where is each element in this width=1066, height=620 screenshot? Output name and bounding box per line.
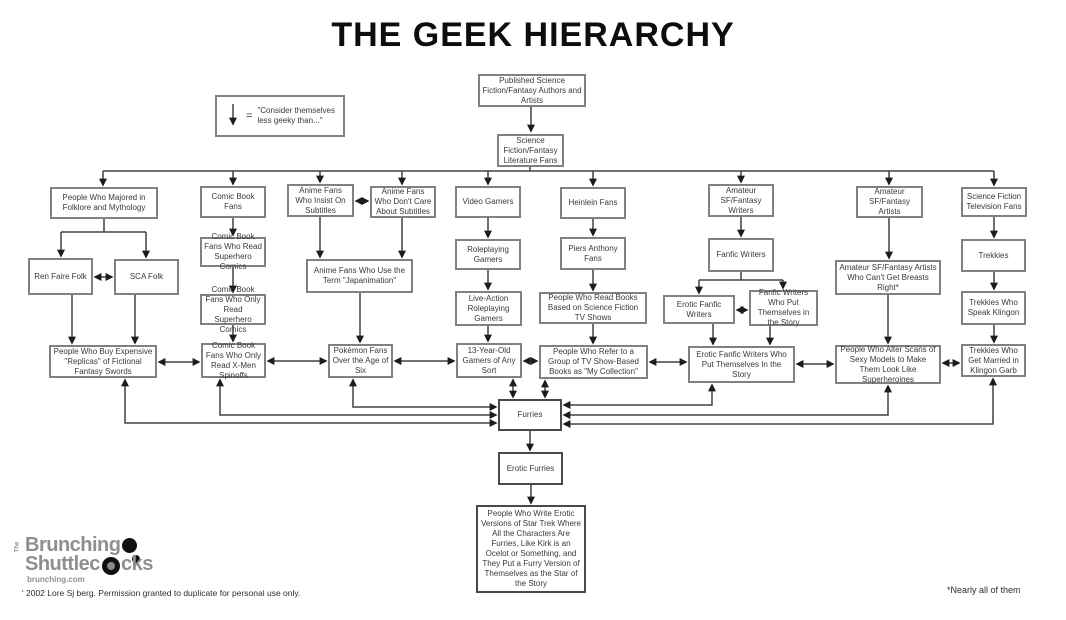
node-published-authors: Published Science Fiction/Fantasy Author… bbox=[478, 74, 586, 107]
node-larp-gamers: Live-Action Roleplaying Gamers bbox=[455, 291, 522, 326]
node-superheroine-scans: People Who Alter Scans of Sexy Models to… bbox=[835, 345, 941, 384]
node-cbf-only-superhero: Comic Book Fans Who Only Read Superhero … bbox=[200, 285, 266, 334]
node-xmen-spinoffs: Comic Book Fans Who Only Read X-Men Spin… bbox=[201, 341, 266, 380]
wire-col-anime bbox=[316, 197, 406, 344]
node-sca-folk: SCA Folk bbox=[114, 259, 179, 295]
legend-equals: = bbox=[246, 110, 253, 122]
node-breasts-artists: Amateur SF/Fantasy Artists Who Can't Get… bbox=[835, 260, 941, 295]
node-amateur-writers: Amateur SF/Fantasy Writers bbox=[708, 184, 774, 217]
node-amateur-artists: Amateur SF/Fantasy Artists bbox=[856, 186, 923, 218]
logo-brunching: Brunching bbox=[25, 534, 121, 556]
node-literature-fans: Science Fiction/Fantasy Literature Fans bbox=[497, 134, 564, 167]
node-comic-book-fans: Comic Book Fans bbox=[200, 186, 266, 218]
node-pokemon-fans: Pokémon Fans Over the Age of Six bbox=[328, 344, 393, 378]
node-piers-anthony-fans: Piers Anthony Fans bbox=[560, 237, 626, 270]
copyright-text: ' 2002 Lore Sj berg. Permission granted … bbox=[22, 588, 301, 598]
logo-shuttle-pre: Shuttlec bbox=[25, 553, 100, 575]
node-erotic-furries: Erotic Furries bbox=[498, 452, 563, 485]
node-my-collection: People Who Refer to a Group of TV Show-B… bbox=[539, 345, 648, 379]
node-cbf-read-superhero: Comic Book Fans Who Read Superhero Comic… bbox=[200, 232, 266, 271]
node-roleplaying-gamers: Roleplaying Gamers bbox=[455, 239, 521, 270]
node-anime-no-subtitles: Anime Fans Who Don't Care About Subtitle… bbox=[370, 186, 436, 218]
node-erotic-furry-trek-writers: People Who Write Erotic Versions of Star… bbox=[476, 505, 586, 593]
node-sword-buyers: People Who Buy Expensive "Replicas" of F… bbox=[49, 345, 157, 378]
logo-dot-big-icon bbox=[122, 538, 137, 553]
wire-bottom-row bbox=[157, 357, 961, 368]
node-self-insert-fanfic: Fanfic Writers Who Put Themselves in the… bbox=[749, 288, 818, 327]
node-fanfic-writers: Fanfic Writers bbox=[708, 238, 774, 272]
logo-shuttle-post: cks bbox=[121, 553, 153, 575]
node-thirteen-yo-gamers: 13-Year-Old Gamers of Any Sort bbox=[456, 343, 522, 378]
node-ren-faire-folk: Ren Faire Folk bbox=[28, 258, 93, 295]
legend-text: "Consider themselves less geeky than..." bbox=[257, 105, 335, 125]
down-arrow-icon bbox=[229, 104, 237, 126]
page-title: THE GEEK HIERARCHY bbox=[331, 16, 735, 54]
wire-furries-links bbox=[121, 377, 997, 428]
logo-url: brunching.com bbox=[27, 575, 85, 584]
wire-furries-chain bbox=[526, 431, 535, 505]
logo-the: The bbox=[14, 541, 21, 553]
node-klingon-wedding: Trekkies Who Get Married in Klingon Garb bbox=[961, 344, 1026, 377]
node-klingon-speakers: Trekkies Who Speak Klingon bbox=[961, 291, 1026, 325]
node-folklore-majors: People Who Majored in Folklore and Mytho… bbox=[50, 187, 158, 219]
node-erotic-fanfic-writers: Erotic Fanfic Writers bbox=[663, 295, 735, 324]
brunching-shuttlecocks-logo: The Brunching Shuttlec cks brunching.com bbox=[14, 534, 206, 590]
node-tv-book-readers: People Who Read Books Based on Science F… bbox=[539, 292, 647, 324]
logo-dot-small-icon bbox=[132, 555, 140, 563]
node-japanimation: Anime Fans Who Use the Term "Japanimatio… bbox=[306, 259, 413, 293]
logo-donut-icon bbox=[102, 557, 120, 575]
legend-box: = "Consider themselves less geeky than..… bbox=[215, 95, 345, 137]
node-sf-tv-fans: Science Fiction Television Fans bbox=[961, 187, 1027, 217]
wire-col-artists bbox=[884, 218, 893, 345]
node-furries: Furries bbox=[498, 399, 562, 431]
node-video-gamers: Video Gamers bbox=[455, 186, 521, 218]
wire-col-folklore bbox=[57, 219, 150, 345]
footnote-text: *Nearly all of them bbox=[947, 585, 1021, 595]
node-trekkies: Trekkies bbox=[961, 239, 1026, 272]
wire-col-writers bbox=[695, 217, 787, 346]
node-erotic-self-insert: Erotic Fanfic Writers Who Put Themselves… bbox=[688, 346, 795, 383]
node-anime-subtitles: Anime Fans Who Insist On Subtitles bbox=[287, 184, 354, 217]
node-heinlein-fans: Heinlein Fans bbox=[560, 187, 626, 219]
